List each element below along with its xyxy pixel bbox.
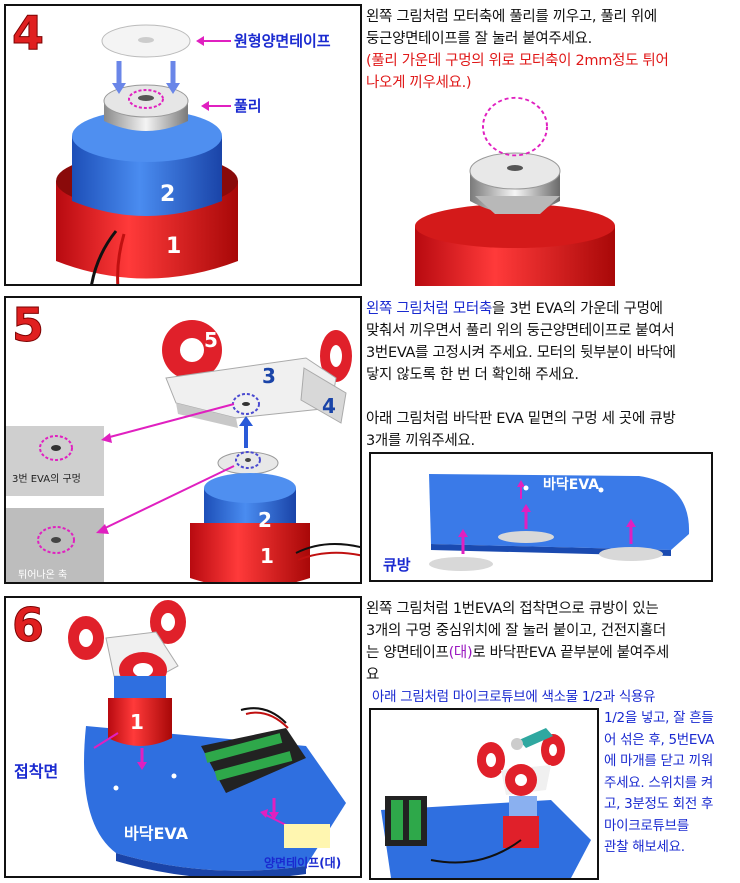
step6-blue-line1: 아래 그림처럼 마이크로튜브에 색소물 1/2과 식용유 (372, 689, 656, 705)
step4-image-panel: 4 원형양면테이프 풀리 2 1 (4, 4, 362, 286)
tube-illustration (381, 728, 591, 878)
step6-text-line3-b: (대) (448, 645, 473, 661)
step6-text-line2: 3개의 구멍 중심위치에 잘 눌러 붙이고, 건전지홀더 (366, 623, 666, 639)
part-label-4: 4 (322, 394, 336, 418)
label-base-eva: 바닥EVA (543, 477, 600, 493)
step6-text-line3-c: 로 바닥판EVA 끝부분에 붙여주세 (472, 645, 669, 661)
step5-text-line1-rest: 을 3번 EVA의 가운데 구멍에 (491, 301, 663, 317)
step6-side-line3: 에 마개를 닫고 끼워 (604, 753, 713, 769)
zoom-label-eva3-hole: 3번 EVA의 구멍 (12, 474, 81, 485)
step6-tube-panel (369, 708, 599, 880)
step5-text-line4: 닿지 않도록 한 번 더 확인해 주세요. (366, 367, 579, 383)
step6-illustration (68, 600, 346, 876)
step5-instructions: 왼쪽 그림처럼 모터축을 3번 EVA의 가운데 구멍에 맞춰서 끼우면서 풀리… (366, 298, 738, 452)
step5-inset-base-panel: 바닥EVA 큐방 (369, 452, 713, 582)
part-label-1: 1 (130, 710, 144, 734)
part-label-1: 1 (166, 234, 182, 259)
step5-text-line1: 왼쪽 그림처럼 모터축을 3번 EVA의 가운데 구멍에 (366, 298, 738, 320)
step4-note-line2: 나오게 끼우세요.) (366, 75, 472, 91)
step-number-4: 4 (11, 6, 45, 60)
step6-text-line3-a: 는 양면테이프 (366, 645, 449, 661)
step5-image-panel: 5 5 3 4 2 1 3번 EVA의 구멍 튀어나온 축 (4, 296, 362, 584)
step6-text-line1: 왼쪽 그림처럼 1번EVA의 접착면으로 큐방이 있는 (366, 601, 659, 617)
step4-illustration (56, 24, 238, 284)
part-label-5: 5 (204, 328, 218, 352)
step5-text-highlight: 왼쪽 그림처럼 모터축 (366, 301, 492, 317)
step5-text-line2: 맞춰서 끼우면서 풀리 위의 둥근양면테이프로 붙여서 (366, 323, 675, 339)
step5-text-line5: 아래 그림처럼 바닥판 EVA 밑면의 구멍 세 곳에 큐방 (366, 411, 676, 427)
step6-text-line3: 는 양면테이프(대)로 바닥판EVA 끝부분에 붙여주세 (366, 642, 738, 664)
step4-text-line2: 둥근양면테이프를 잘 눌러 붙여주세요. (366, 31, 592, 47)
step4-instructions: 왼쪽 그림처럼 모터축에 풀리를 끼우고, 풀리 위에 둥근양면테이프를 잘 눌… (366, 6, 736, 94)
part-label-2: 2 (258, 508, 272, 532)
label-suction-cup: 큐방 (383, 556, 411, 574)
label-pulley: 풀리 (234, 97, 262, 115)
step6-side-line7: 관찰 해보세요. (604, 839, 685, 855)
step4-closeup-illustration (415, 96, 615, 286)
base-eva-illustration (429, 474, 690, 571)
step6-side-line6: 마이크로튜브를 (604, 817, 689, 834)
zoom-label-protruding-shaft: 튀어나온 축 (18, 570, 68, 581)
step5-illustration (6, 320, 360, 582)
label-round-tape: 원형양면테이프 (234, 32, 331, 50)
step6-text-line4: 요 (366, 667, 380, 683)
step5-text-line3: 3번EVA를 고정시켜 주세요. 모터의 뒷부분이 바닥에 (366, 345, 676, 361)
part-label-2: 2 (160, 182, 176, 207)
step6-image-panel: 6 1 접착면 바닥EVA 양면테이프(대) (4, 596, 362, 878)
step5-text-line6: 3개를 끼워주세요. (366, 433, 475, 449)
label-adhesive-surface: 접착면 (14, 762, 59, 781)
step6-instructions: 왼쪽 그림처럼 1번EVA의 접착면으로 큐방이 있는 3개의 구멍 중심위치에… (366, 598, 738, 686)
label-double-sided-tape-large: 양면테이프(대) (264, 856, 342, 870)
step4-note-line1: (풀리 가운데 구멍의 위로 모터축이 2mm정도 튀어 (366, 53, 669, 69)
step-number-5: 5 (11, 298, 45, 352)
step-number-6: 6 (11, 598, 45, 652)
step6-side-line5: 고, 3분정도 회전 후 (604, 796, 714, 812)
step4-closeup-frame (365, 96, 736, 286)
step6-side-line1: 1/2을 넣고, 잘 흔들 (604, 710, 714, 726)
part-label-1: 1 (260, 544, 274, 568)
step6-side-line2: 어 섞은 후, 5번EVA (604, 731, 715, 748)
label-base-eva: 바닥EVA (124, 824, 189, 843)
step6-side-text: 1/2을 넣고, 잘 흔들 어 섞은 후, 5번EVA 에 마개를 닫고 끼워 … (604, 708, 738, 859)
step6-side-line4: 주세요. 스위치를 켜 (604, 774, 713, 791)
step4-text-line1: 왼쪽 그림처럼 모터축에 풀리를 끼우고, 풀리 위에 (366, 9, 657, 25)
part-label-3: 3 (262, 364, 276, 388)
